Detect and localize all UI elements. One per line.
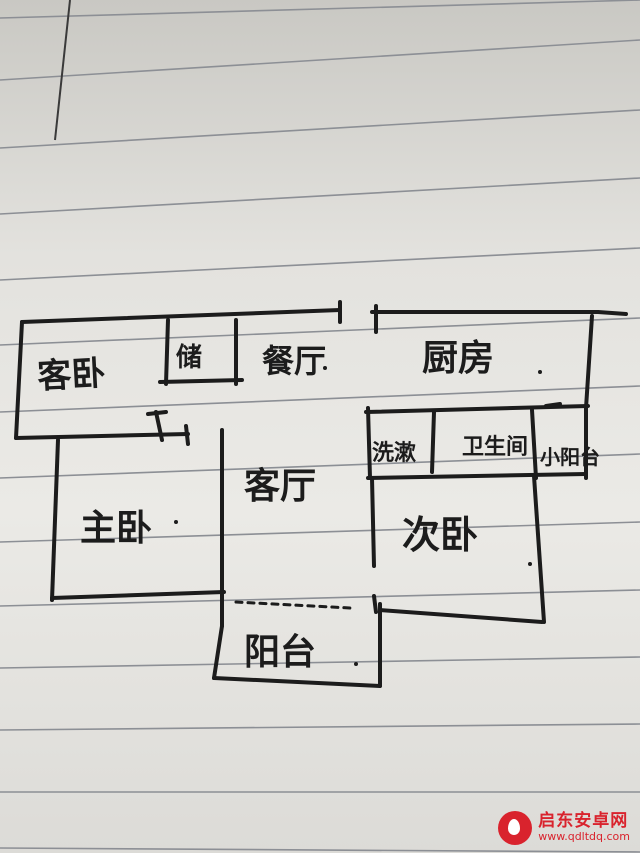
watermark-logo-icon: [498, 811, 533, 845]
room-dining: 餐厅: [262, 342, 326, 380]
room-second-bedroom: 次卧: [402, 512, 478, 557]
watermark: 启东安卓网 www.qdltdq.com: [498, 811, 630, 845]
room-balcony: 阳台: [244, 631, 316, 673]
room-kitchen: 厨房: [422, 337, 494, 379]
watermark-url: www.qdltdq.com: [538, 830, 630, 844]
label-dots: [174, 366, 542, 666]
margin-line: [54, 0, 71, 141]
walls: [14, 300, 628, 688]
room-living-room: 客厅: [244, 465, 316, 507]
room-guest-bedroom: 客卧: [36, 353, 106, 397]
room-small-balcony: 小阳台: [540, 445, 600, 469]
room-laundry: 洗漱: [372, 440, 416, 466]
room-master-bedroom: 主卧: [80, 507, 152, 549]
room-bathroom: 卫生间: [462, 434, 528, 460]
room-storage: 储: [176, 342, 202, 373]
watermark-name: 启东安卓网: [538, 811, 629, 832]
